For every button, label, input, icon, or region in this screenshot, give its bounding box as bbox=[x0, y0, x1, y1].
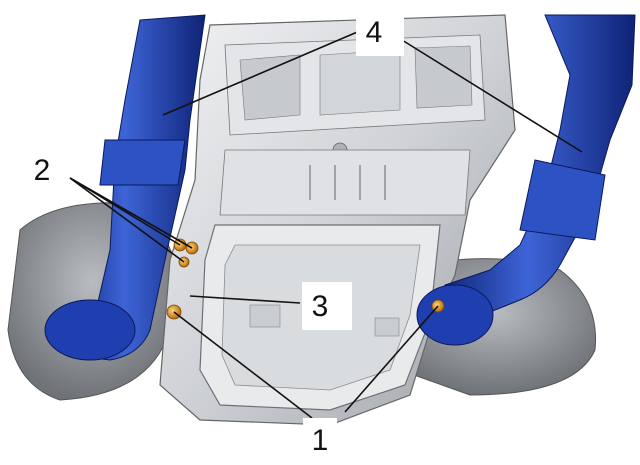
leader-4-right bbox=[401, 39, 583, 153]
leader-2b bbox=[69, 177, 193, 249]
callout-3-label: 3 bbox=[312, 290, 329, 323]
leader-1-left bbox=[173, 311, 313, 419]
leader-1-right bbox=[344, 305, 439, 413]
leader-2c bbox=[69, 177, 185, 263]
callout-2-label: 2 bbox=[34, 154, 51, 187]
callout-4-label: 4 bbox=[366, 16, 383, 49]
left-exhaust-pipe bbox=[44, 14, 206, 361]
callout-4: 4 bbox=[356, 12, 404, 56]
callout-1: 1 bbox=[303, 418, 337, 458]
engine-block bbox=[159, 14, 516, 426]
leader-3 bbox=[189, 295, 301, 304]
callout-3: 3 bbox=[302, 282, 352, 330]
leader-4-left bbox=[162, 29, 363, 116]
callout-1-label: 1 bbox=[312, 424, 329, 457]
leader-lines bbox=[69, 29, 583, 419]
callout-2: 2 bbox=[25, 148, 59, 188]
